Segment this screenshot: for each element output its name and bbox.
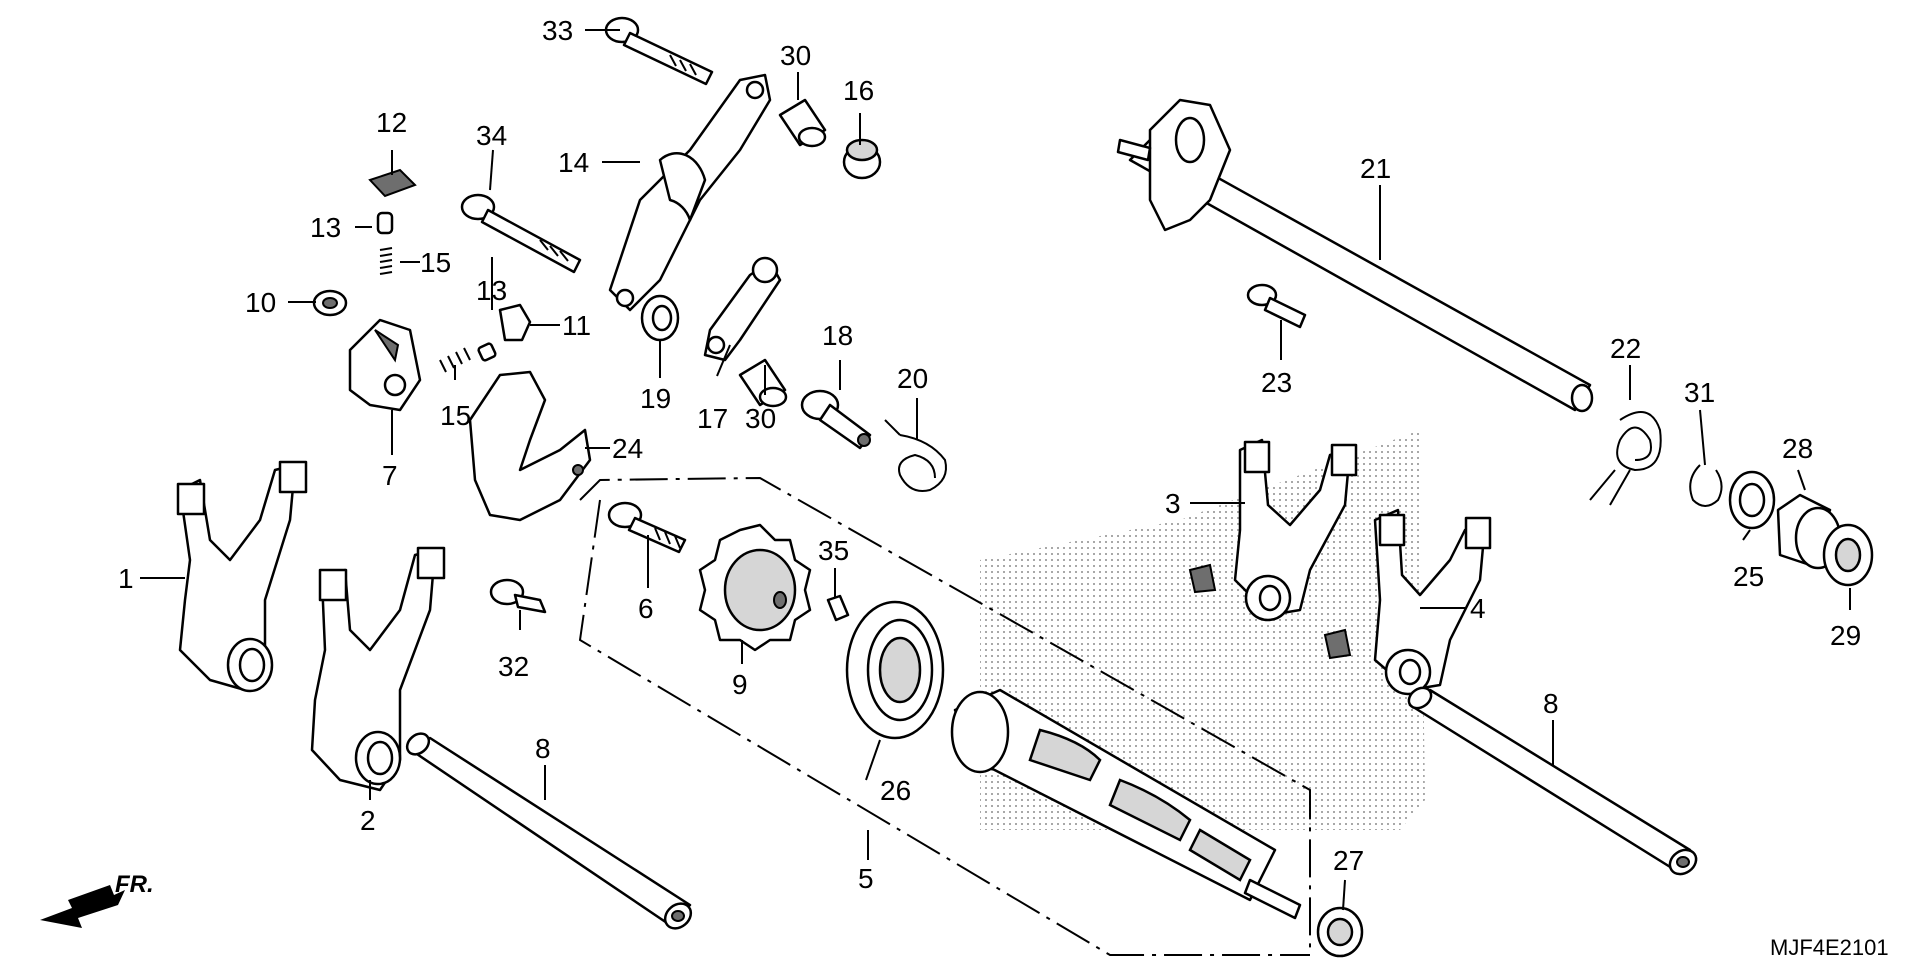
callout-21: 21 — [1360, 153, 1391, 184]
pin-spring-lower — [439, 342, 497, 373]
diagram-code: MJF4E2101 — [1770, 935, 1889, 960]
callout-20: 20 — [897, 363, 928, 394]
callout-29: 29 — [1830, 620, 1861, 651]
callout-25: 25 — [1733, 561, 1764, 592]
callout-35: 35 — [818, 535, 849, 566]
spring-20 — [884, 419, 947, 492]
callout-4: 4 — [1470, 593, 1486, 624]
callout-7: 7 — [382, 460, 398, 491]
fork-shaft-left — [405, 732, 693, 930]
callout-16: 16 — [843, 75, 874, 106]
stopper-arm — [348, 318, 422, 412]
collar-16 — [842, 138, 882, 180]
bearing-27 — [1316, 906, 1364, 958]
bolt-32 — [489, 578, 547, 614]
guide-plate-24 — [468, 370, 592, 522]
fork-shaft-right — [1407, 686, 1698, 876]
callout-13-lower: 13 — [476, 275, 507, 306]
callout-18: 18 — [822, 320, 853, 351]
callout-12: 12 — [376, 107, 407, 138]
shift-fork-3 — [1188, 438, 1358, 622]
callout-11: 11 — [562, 310, 591, 341]
spring-15-upper — [379, 247, 393, 275]
pin-13 — [376, 211, 394, 235]
oil-seal-29 — [1822, 523, 1874, 587]
shift-drum — [950, 688, 1302, 920]
bolt-23 — [1246, 283, 1307, 329]
callout-8-left: 8 — [535, 733, 551, 764]
callout-labels: 1 2 3 4 5 6 7 8 8 9 10 11 12 13 13 14 15… — [118, 15, 1861, 894]
callout-23: 23 — [1261, 367, 1292, 398]
shift-fork-2 — [310, 546, 446, 792]
callout-9: 9 — [732, 669, 748, 700]
callout-30-lower: 30 — [745, 403, 776, 434]
shift-fork-4 — [1323, 508, 1492, 696]
callout-3: 3 — [1165, 488, 1181, 519]
collar-30-upper — [778, 98, 827, 148]
pin-35 — [826, 594, 850, 622]
callout-10: 10 — [245, 287, 276, 318]
shift-spindle-21 — [1116, 98, 1594, 413]
collar-10 — [312, 289, 348, 317]
callout-19: 19 — [640, 383, 671, 414]
clip-11 — [498, 303, 532, 342]
bolt-6 — [607, 501, 687, 554]
callout-5: 5 — [858, 863, 874, 894]
callout-31: 31 — [1684, 377, 1715, 408]
callout-22: 22 — [1610, 333, 1641, 364]
callout-34: 34 — [476, 120, 507, 151]
callout-8-right: 8 — [1543, 688, 1559, 719]
callout-33: 33 — [542, 15, 573, 46]
block-12 — [368, 168, 417, 198]
bolt-34 — [460, 193, 582, 274]
washer-19 — [640, 294, 680, 342]
shift-fork-1 — [176, 460, 308, 693]
callout-15-lower: 15 — [440, 400, 471, 431]
callout-17: 17 — [697, 403, 728, 434]
bolt-33 — [604, 16, 714, 86]
assembly-bracket — [578, 476, 1311, 956]
return-spring-22 — [1589, 411, 1662, 506]
callout-28: 28 — [1782, 433, 1813, 464]
collar-30-lower — [738, 358, 788, 408]
link-arm-17 — [703, 256, 782, 362]
callout-26: 26 — [880, 775, 911, 806]
bearing-26 — [845, 600, 945, 740]
leader-lines — [140, 29, 1851, 911]
callout-15-upper: 15 — [420, 247, 451, 278]
callout-27: 27 — [1333, 845, 1364, 876]
callout-32: 32 — [498, 651, 529, 682]
circlip-31 — [1689, 464, 1723, 507]
callout-6: 6 — [638, 593, 654, 624]
callout-30-upper: 30 — [780, 40, 811, 71]
washer-25 — [1728, 470, 1776, 530]
plate-14 — [608, 73, 772, 312]
front-arrow-icon — [40, 885, 125, 928]
drum-center-9 — [698, 523, 812, 652]
front-label: FR. — [115, 871, 154, 898]
callout-24: 24 — [612, 433, 643, 464]
callout-1: 1 — [118, 563, 134, 594]
pivot-18 — [800, 389, 872, 450]
callout-13-upper: 13 — [310, 212, 341, 243]
callout-2: 2 — [360, 805, 376, 836]
callout-14: 14 — [558, 147, 589, 178]
